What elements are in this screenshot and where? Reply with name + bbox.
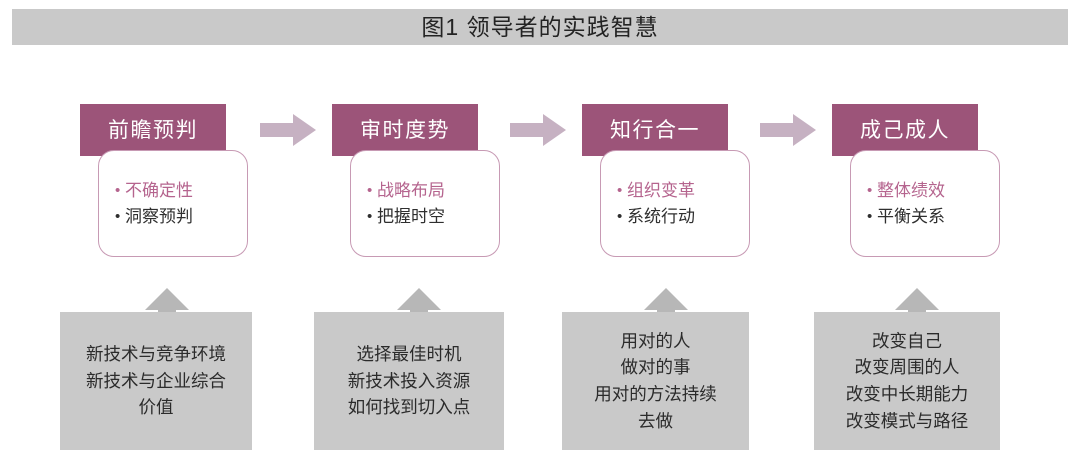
stage-bullet-label: 把握时空	[377, 207, 445, 226]
detail-line: 做对的事	[620, 357, 691, 378]
detail-box-3: 用对的人做对的事用对的方法持续去做	[562, 312, 749, 450]
stage-card-2[interactable]: •战略布局•把握时空	[350, 150, 500, 257]
detail-line: 用对的方法持续	[594, 384, 717, 404]
bullet-dot-icon: •	[617, 182, 623, 199]
stage-bullet: •组织变革	[617, 182, 749, 199]
bullet-dot-icon: •	[617, 208, 623, 225]
stage-header-4[interactable]: 成己成人	[832, 104, 978, 156]
stage-header-label: 审时度势	[360, 118, 450, 142]
detail-line: 改变周围的人	[854, 357, 960, 378]
stage-bullet-label: 洞察预判	[125, 207, 193, 226]
stage-card-4[interactable]: •整体绩效•平衡关系	[850, 150, 1000, 257]
stage-bullet-label: 整体绩效	[877, 181, 945, 200]
stage-header-label: 前瞻预判	[108, 118, 198, 142]
stage-bullet: •整体绩效	[867, 182, 999, 199]
stage-bullet-label: 平衡关系	[877, 207, 945, 226]
stage-column-4: 成己成人•整体绩效•平衡关系	[812, 0, 1062, 469]
stage-bullet: •洞察预判	[115, 208, 247, 225]
stage-column-3: 知行合一•组织变革•系统行动	[562, 0, 812, 469]
bullet-dot-icon: •	[367, 208, 373, 225]
right-arrow-icon-3	[760, 114, 816, 146]
stage-bullet: •战略布局	[367, 182, 499, 199]
bullet-dot-icon: •	[867, 182, 873, 199]
right-arrow-icon-1	[260, 114, 316, 146]
stage-card-3[interactable]: •组织变革•系统行动	[600, 150, 750, 257]
stage-bullet: •把握时空	[367, 208, 499, 225]
detail-line: 用对的人	[620, 330, 691, 351]
detail-line: 改变自己	[872, 330, 942, 351]
stage-bullet-label: 组织变革	[627, 181, 695, 200]
stage-bullet-label: 战略布局	[377, 181, 445, 200]
up-arrow-icon-4	[893, 288, 941, 316]
stage-bullet: •平衡关系	[867, 208, 999, 225]
stage-header-label: 知行合一	[610, 118, 700, 142]
detail-line: 如何找到切入点	[347, 397, 471, 418]
up-arrow-icon-2	[395, 288, 443, 316]
detail-line: 价值	[138, 397, 174, 418]
stage-header-1[interactable]: 前瞻预判	[80, 104, 226, 156]
detail-box-2: 选择最佳时机新技术投入资源如何找到切入点	[314, 312, 504, 450]
detail-box-1: 新技术与竞争环境新技术与企业综合价值	[60, 312, 252, 450]
stage-bullet: •系统行动	[617, 208, 749, 225]
detail-line: 选择最佳时机	[356, 344, 462, 365]
stage-header-3[interactable]: 知行合一	[582, 104, 728, 156]
detail-line: 新技术与竞争环境	[86, 344, 226, 365]
stage-header-label: 成己成人	[860, 118, 950, 142]
stage-bullet-label: 系统行动	[627, 207, 695, 226]
bullet-dot-icon: •	[115, 182, 121, 199]
up-arrow-icon-1	[143, 288, 191, 316]
stage-card-1[interactable]: •不确定性•洞察预判	[98, 150, 248, 257]
detail-box-4: 改变自己改变周围的人改变中长期能力改变模式与路径	[814, 312, 1000, 450]
figure-title-bar: 图1 领导者的实践智慧	[12, 9, 1068, 45]
right-arrow-icon-2	[510, 114, 566, 146]
detail-line: 改变中长期能力	[845, 384, 969, 404]
page-title: 图1 领导者的实践智慧	[421, 13, 659, 40]
detail-line: 去做	[638, 410, 673, 431]
stage-header-2[interactable]: 审时度势	[332, 104, 478, 156]
stage-bullet: •不确定性	[115, 182, 247, 199]
bullet-dot-icon: •	[115, 208, 121, 225]
stage-column-2: 审时度势•战略布局•把握时空	[312, 0, 562, 469]
bullet-dot-icon: •	[867, 208, 873, 225]
stage-column-1: 前瞻预判•不确定性•洞察预判	[60, 0, 310, 469]
bullet-dot-icon: •	[367, 182, 373, 199]
detail-line: 改变模式与路径	[845, 410, 969, 431]
stage-bullet-label: 不确定性	[125, 181, 193, 200]
detail-line: 新技术投入资源	[347, 370, 471, 391]
up-arrow-icon-3	[642, 288, 690, 316]
detail-line: 新技术与企业综合	[86, 370, 226, 391]
